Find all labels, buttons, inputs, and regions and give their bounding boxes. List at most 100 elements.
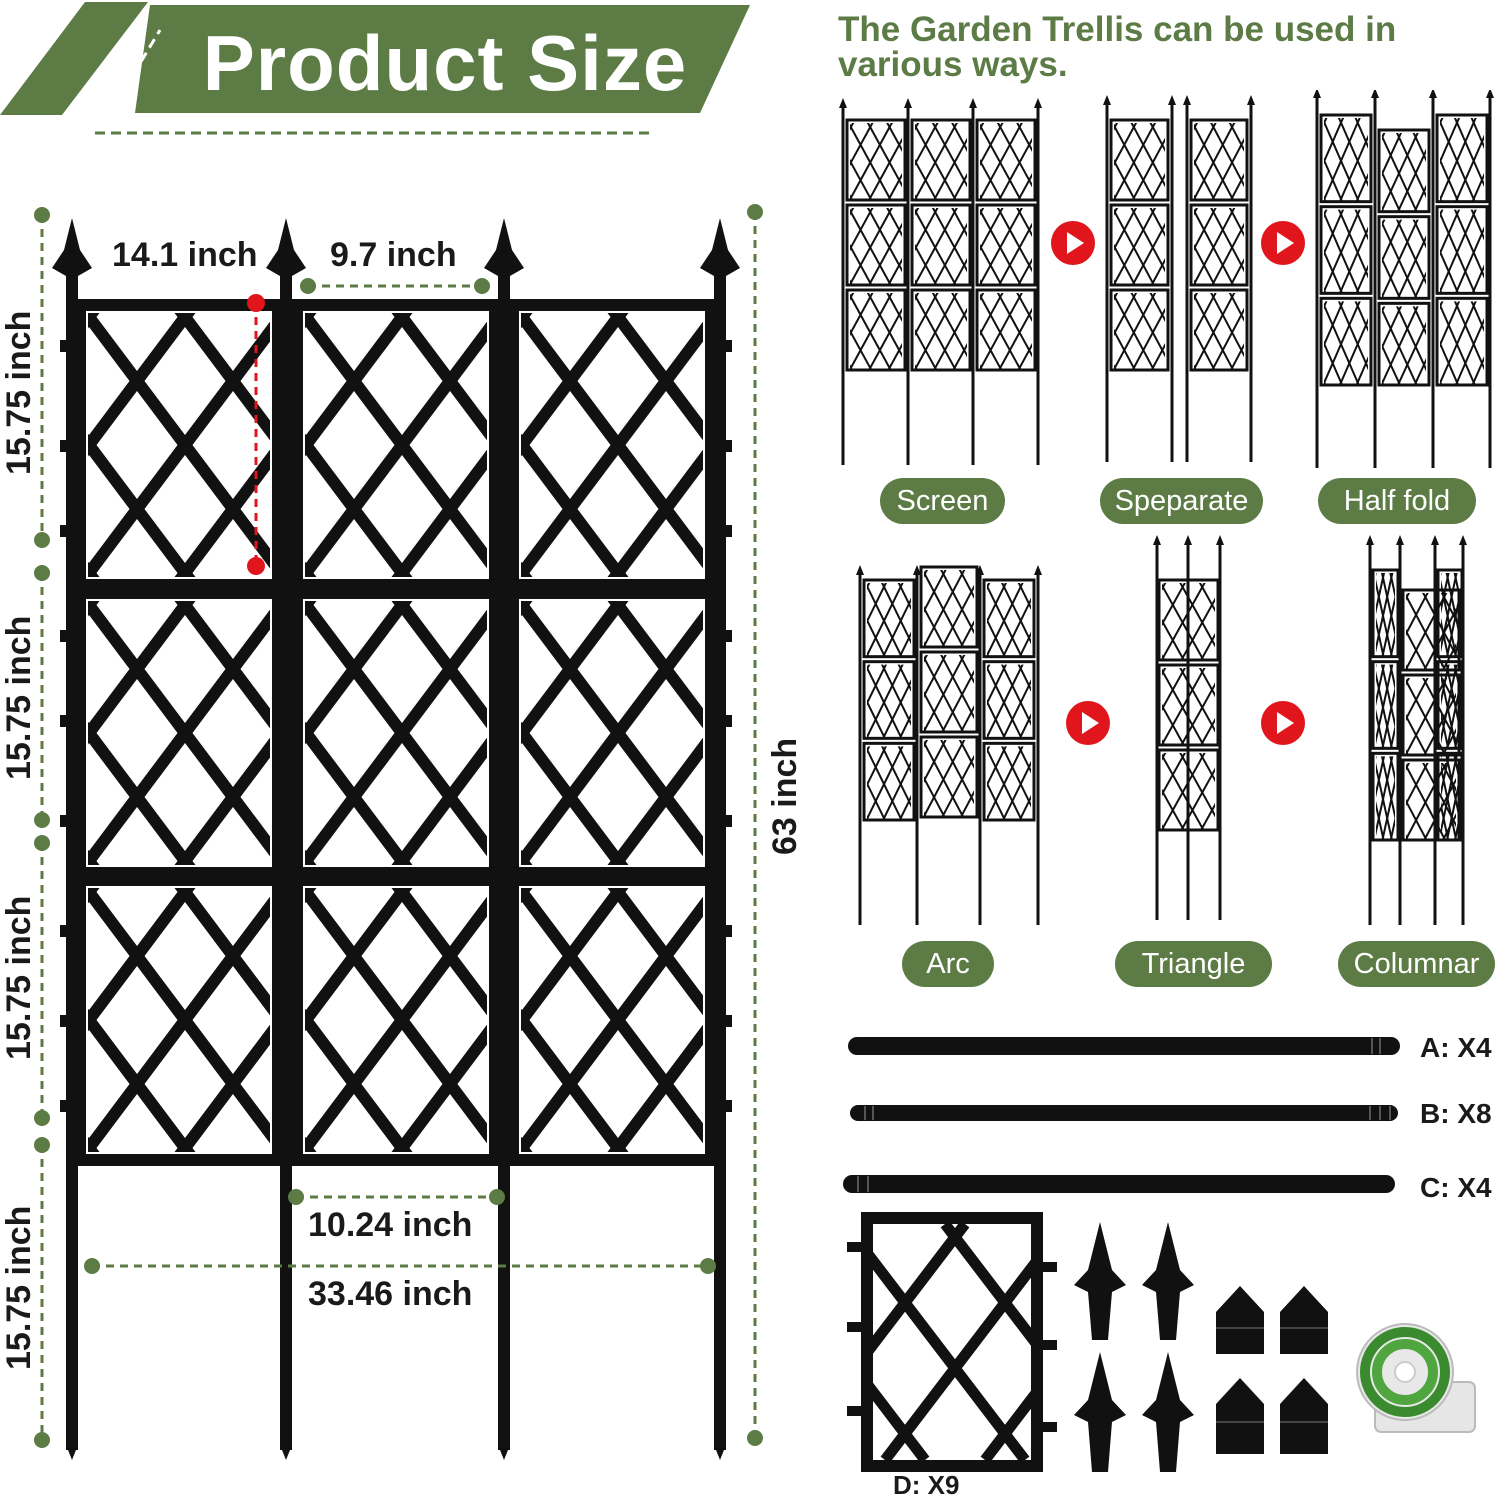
mini-panel xyxy=(835,580,971,825)
mode-separate: Speparate xyxy=(1100,478,1263,524)
post-clip xyxy=(274,340,298,352)
total-width-label: 33.46 inch xyxy=(308,1275,472,1314)
post-clip xyxy=(274,525,298,537)
post-clip xyxy=(60,525,84,537)
post-clip xyxy=(492,715,516,727)
post-clip xyxy=(60,340,84,352)
mode-screen: Screen xyxy=(880,478,1005,524)
dimension-dot xyxy=(288,1189,304,1205)
segment-label-2: 15.75 inch xyxy=(0,616,39,780)
dimension-dot xyxy=(700,1258,716,1274)
post-clip xyxy=(492,630,516,642)
spike-cap-icon xyxy=(52,218,92,290)
part-c-label: C: X4 xyxy=(1420,1172,1492,1204)
dimension-dot xyxy=(489,1189,505,1205)
post-clip xyxy=(492,925,516,937)
post-clip xyxy=(492,525,516,537)
play-arrow-icon xyxy=(1050,220,1096,266)
part-d-label: D: X9 xyxy=(893,1470,959,1501)
marker-dot xyxy=(247,557,265,575)
trellis-post xyxy=(280,255,292,1450)
play-arrow-icon xyxy=(1065,700,1111,746)
post-clip xyxy=(274,1015,298,1027)
dimension-dot xyxy=(84,1258,100,1274)
dimension-dot xyxy=(34,207,50,223)
dimension-dot xyxy=(474,278,490,294)
spike-cap-icon xyxy=(484,218,524,290)
post-clip xyxy=(708,1015,732,1027)
post-clip xyxy=(492,440,516,452)
spike-cap-icon xyxy=(700,218,740,290)
post-clip xyxy=(60,815,84,827)
gap-label: 9.7 inch xyxy=(330,236,457,275)
post-clip xyxy=(274,630,298,642)
part-b-label: B: X8 xyxy=(1420,1098,1492,1130)
marker-dot xyxy=(247,294,265,312)
mode-arc: Arc xyxy=(902,941,994,987)
post-clip xyxy=(708,1100,732,1112)
dimension-dot xyxy=(300,278,316,294)
part-a-label: A: X4 xyxy=(1420,1032,1492,1064)
post-clip xyxy=(60,715,84,727)
spike-cap-icon xyxy=(1070,1220,1200,1480)
mini-panel xyxy=(835,120,1036,375)
mode-columnar: Columnar xyxy=(1338,941,1495,987)
mini-panel xyxy=(835,120,971,375)
trellis-post xyxy=(714,255,726,1450)
post-clip xyxy=(492,1015,516,1027)
segment-label-3: 15.75 inch xyxy=(0,896,39,1060)
post-clip xyxy=(274,1100,298,1112)
spike-cap-icon xyxy=(266,218,306,290)
post-clip xyxy=(708,630,732,642)
post-clip xyxy=(60,1100,84,1112)
post-clip xyxy=(60,630,84,642)
segment-label-4: 15.75 inch xyxy=(0,1206,39,1370)
post-clip xyxy=(274,440,298,452)
dimension-dot xyxy=(34,1137,50,1153)
post-clip xyxy=(492,340,516,352)
trellis-post xyxy=(498,255,510,1450)
post-clip xyxy=(708,815,732,827)
dimension-dot xyxy=(34,835,50,851)
mode-triangle: Triangle xyxy=(1115,941,1272,987)
dimension-dot xyxy=(34,1432,50,1448)
mini-panel xyxy=(1080,580,1285,835)
post-clip xyxy=(274,815,298,827)
tie-wire-icon xyxy=(1345,1320,1485,1440)
post-clip xyxy=(492,815,516,827)
ground-cap-icon xyxy=(1212,1282,1332,1462)
post-clip xyxy=(708,340,732,352)
usage-heading: The Garden Trellis can be used in variou… xyxy=(838,12,1478,82)
panel-height-label: 14.1 inch xyxy=(112,236,258,275)
dimension-dot xyxy=(34,565,50,581)
post-tip xyxy=(280,1445,292,1460)
dimension-dot xyxy=(747,1430,763,1446)
dimension-dot xyxy=(34,812,50,828)
post-clip xyxy=(708,525,732,537)
post-clip xyxy=(60,440,84,452)
mini-panel xyxy=(1328,590,1495,845)
post-clip xyxy=(492,1100,516,1112)
dimension-dot xyxy=(747,204,763,220)
dimension-dot xyxy=(34,1110,50,1126)
post-clip xyxy=(60,925,84,937)
total-height-label: 63 inch xyxy=(766,738,805,855)
play-arrow-icon xyxy=(1260,700,1306,746)
post-tip xyxy=(714,1445,726,1460)
mode-illustrations-row2 xyxy=(835,535,1495,935)
post-tip xyxy=(66,1445,78,1460)
dimension-dot xyxy=(34,532,50,548)
post-clip xyxy=(708,715,732,727)
segment-label-1: 15.75 inch xyxy=(0,311,39,475)
post-clip xyxy=(708,440,732,452)
post-clip xyxy=(708,925,732,937)
post-clip xyxy=(274,715,298,727)
post-clip xyxy=(274,925,298,937)
trellis-post xyxy=(66,255,78,1450)
mode-illustrations-row1 xyxy=(835,90,1495,480)
page-title: Product Size xyxy=(150,18,740,108)
mode-half-fold: Half fold xyxy=(1318,478,1476,524)
panel-width-label: 10.24 inch xyxy=(308,1206,472,1245)
poles-illustration xyxy=(840,1025,1410,1205)
post-clip xyxy=(60,1015,84,1027)
